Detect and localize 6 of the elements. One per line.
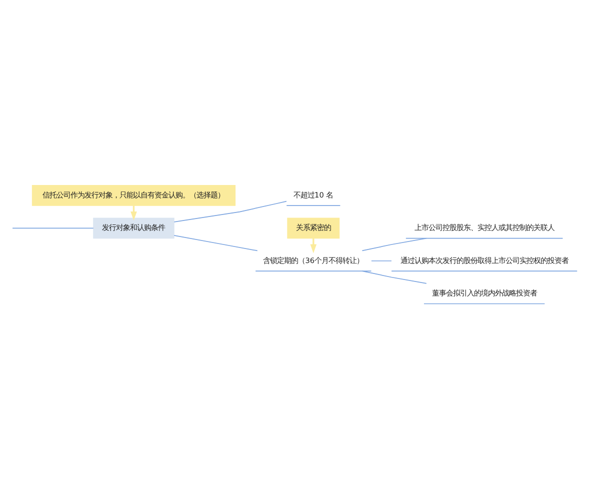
connector xyxy=(371,260,392,261)
connector xyxy=(362,237,427,251)
connector xyxy=(174,234,258,251)
connector xyxy=(174,200,287,222)
connector xyxy=(362,270,427,284)
connector xyxy=(12,227,94,228)
